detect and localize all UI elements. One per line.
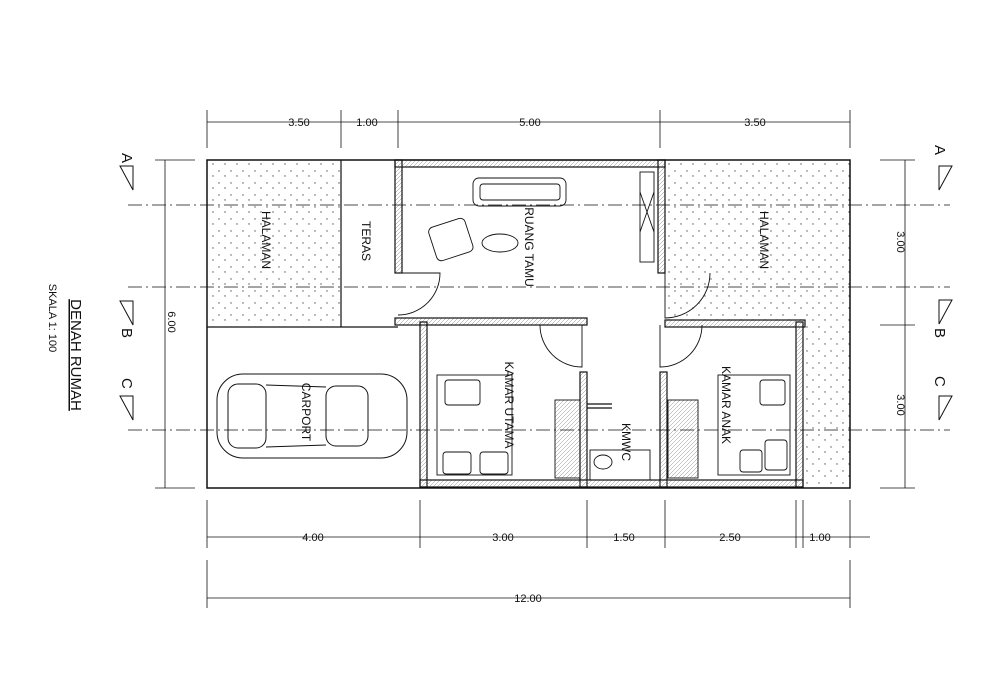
axis-label-b-right: B: [931, 328, 948, 338]
room-label-kmwc: KMWC: [619, 423, 633, 461]
drawing-title: DENAH RUMAH: [67, 299, 84, 411]
dim-total-width: 12.00: [514, 593, 542, 605]
room-label-halaman-right: HALAMAN: [757, 211, 771, 269]
room-label-teras: TERAS: [359, 221, 373, 261]
dim-bottom-4: 2.50: [719, 532, 740, 544]
axis-label-b-left: B: [118, 328, 135, 338]
room-label-kamar-anak: KAMAR ANAK: [719, 366, 733, 444]
axis-markers: [119, 165, 953, 421]
axis-label-c-left: C: [118, 378, 135, 389]
living-room-furniture: [428, 171, 655, 263]
bathroom-fixtures: [554, 399, 699, 481]
axis-letters: A B C A B C: [118, 145, 948, 389]
car-symbol: [216, 373, 408, 459]
room-label-ruang-tamu: RUANG TAMU: [522, 207, 536, 287]
dim-top-1: 3.50: [288, 117, 309, 129]
grid-axis-lines: [128, 204, 950, 431]
dim-bottom-2: 3.00: [492, 532, 513, 544]
dim-bottom-1: 4.00: [302, 532, 323, 544]
dim-top-3: 5.00: [519, 117, 540, 129]
room-label-kamar-utama: KAMAR UTAMA: [502, 361, 516, 448]
dim-bottom-5: 1.00: [809, 532, 830, 544]
drawing-scale: SKALA 1: 100: [46, 284, 58, 353]
garden-hatch-areas: [208, 163, 850, 487]
door-swings: [397, 272, 711, 368]
dim-right-1: 3.00: [894, 231, 906, 252]
axis-label-c-right: C: [931, 376, 948, 387]
bedroom-furniture: [436, 374, 791, 476]
room-label-carport: CARPORT: [299, 383, 313, 442]
dim-left-height: 6.00: [165, 311, 177, 332]
dim-top-4: 3.50: [744, 117, 765, 129]
room-label-halaman-left: HALAMAN: [259, 211, 273, 269]
axis-label-a-left: A: [118, 153, 135, 163]
dim-right-2: 3.00: [894, 394, 906, 415]
dim-top-2: 1.00: [356, 117, 377, 129]
dimension-lines: [155, 110, 915, 608]
axis-label-a-right: A: [931, 145, 948, 155]
dim-bottom-3: 1.50: [613, 532, 634, 544]
